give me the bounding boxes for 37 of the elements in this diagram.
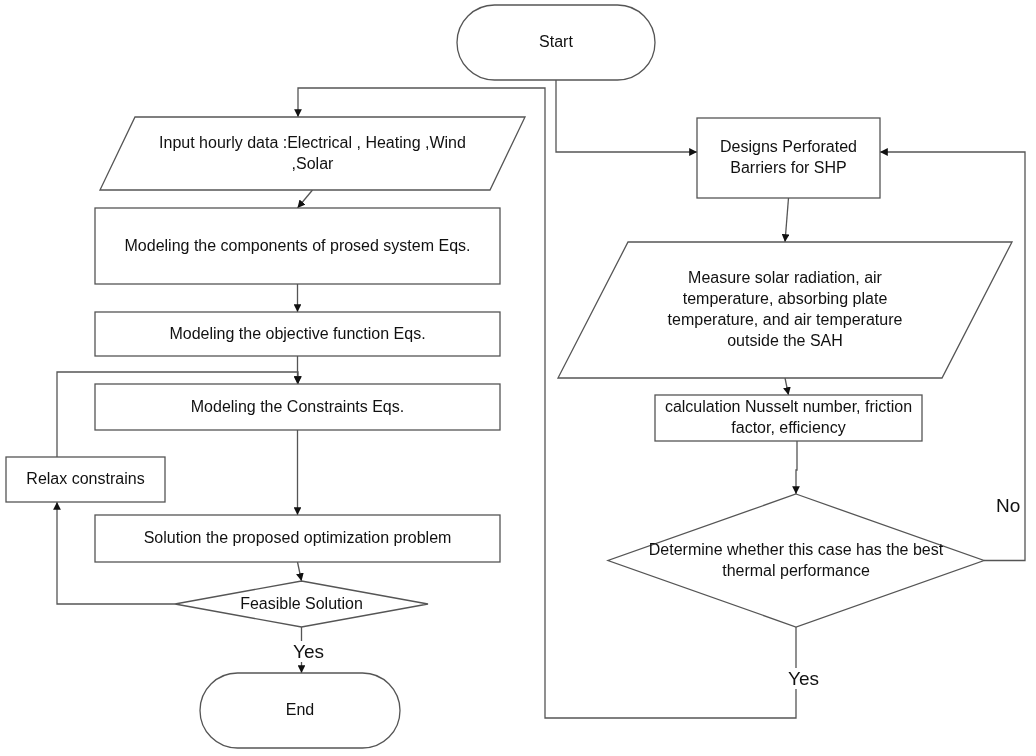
- edge-label: Yes: [291, 641, 326, 662]
- node-text: End: [285, 700, 315, 721]
- arrow: [555, 79, 698, 156]
- arrow: [781, 197, 790, 243]
- node-text: Solution the proposed optimization problem: [143, 528, 452, 549]
- node-text: Feasible Solution: [240, 593, 363, 614]
- node-text: Modeling the Constraints Eqs.: [190, 396, 405, 417]
- node-text: Modeling the objective function Eqs.: [169, 323, 426, 344]
- process-box: [655, 395, 922, 441]
- node-text: Input hourly data :Electrical , Heating ,Wind ,Solar: [158, 132, 467, 174]
- arrow: [53, 501, 176, 605]
- input-parallelogram: [100, 117, 525, 190]
- process-box: [95, 208, 500, 284]
- edge-label: Yes: [786, 668, 821, 689]
- arrow: [296, 561, 304, 582]
- node-text: Determine whether this case has the best thermal performance: [648, 539, 944, 581]
- arrow: [792, 440, 800, 495]
- arrow: [56, 371, 302, 458]
- arrow: [783, 377, 791, 396]
- arrow: [294, 87, 797, 719]
- process-box: [95, 384, 500, 430]
- decision-diamond: [608, 494, 984, 627]
- arrow: [293, 429, 302, 516]
- process-box: [95, 515, 500, 562]
- node-text: Modeling the components of prosed system Eqs.: [124, 235, 471, 256]
- node-text: Relax constrains: [26, 469, 145, 490]
- process-box: [95, 312, 500, 356]
- decision-diamond: [175, 581, 428, 627]
- process-box: [6, 457, 165, 502]
- node-text: Start: [539, 32, 573, 53]
- node-text: calculation Nusselt number, friction factor, efficiency: [663, 397, 914, 438]
- input-parallelogram: [558, 242, 1012, 378]
- node-text: Designs Perforated Barriers for SHP: [719, 137, 858, 178]
- process-box: [697, 118, 880, 198]
- node-text: Measure solar radiation, air temperature, absorbing plate temperature, and air temperature outside the SAH: [666, 268, 904, 351]
- arrow: [293, 283, 302, 313]
- arrow: [296, 189, 314, 209]
